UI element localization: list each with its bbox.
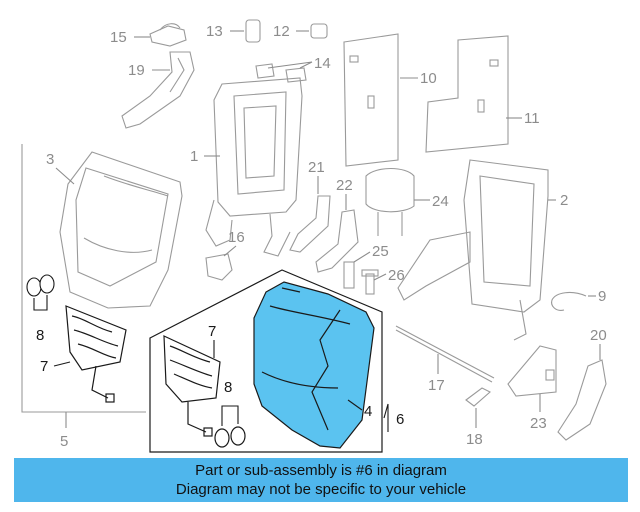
part-1-seatback-frame [205, 77, 303, 257]
part-23-trim-panel [507, 345, 557, 397]
callout-6: 6 [396, 411, 404, 428]
part-8-discs-left [26, 274, 55, 311]
callout-2: 2 [560, 192, 568, 209]
callout-9: 9 [598, 288, 606, 305]
part-4-seatback-cover-highlighted [253, 281, 375, 449]
callout-11: 11 [524, 110, 540, 127]
part-10-back-panel [343, 33, 399, 167]
part-12-knob [310, 23, 328, 39]
part-25-pin [343, 261, 355, 289]
callout-24: 24 [432, 193, 449, 210]
part-5-assembly-box [21, 144, 146, 413]
part-15-clip [149, 23, 187, 47]
part-8-discs-right [214, 405, 246, 448]
part-17-rod [395, 325, 495, 383]
part-16-bracket [205, 253, 233, 281]
callout-12: 12 [273, 23, 290, 40]
part-2-seatback-frame [397, 159, 549, 341]
callout-10: 10 [420, 70, 437, 87]
part-6-assembly-box [149, 269, 383, 453]
part-3-seatback-cover [59, 151, 183, 309]
callout-23: 23 [530, 415, 547, 432]
part-9-spring [551, 291, 587, 311]
callout-13: 13 [206, 23, 223, 40]
leader-lines [53, 30, 601, 432]
part-26-bolt [361, 269, 379, 295]
info-banner: Part or sub-assembly is #6 in diagram Di… [14, 458, 628, 502]
callout-3: 3 [46, 151, 54, 168]
callout-5: 5 [60, 433, 68, 450]
callout-8-left: 8 [36, 327, 44, 344]
part-19-trim [121, 51, 195, 129]
callout-7-right: 7 [208, 323, 216, 340]
callout-7-left: 7 [40, 358, 48, 375]
callout-26: 26 [388, 267, 405, 284]
callout-15: 15 [110, 29, 127, 46]
part-14-guides [255, 63, 307, 83]
banner-line-1: Part or sub-assembly is #6 in diagram [195, 462, 447, 479]
callout-18: 18 [466, 431, 483, 448]
part-20-side-cover [557, 359, 607, 441]
callout-8-right: 8 [224, 379, 232, 396]
banner-line-2: Diagram may not be specific to your vehi… [175, 481, 467, 498]
part-7-heater-pad-right [163, 335, 221, 437]
part-18-clip [465, 387, 491, 407]
callout-19: 19 [128, 62, 145, 79]
part-21-side-trim [289, 195, 331, 253]
part-22-side-trim [315, 209, 359, 273]
part-7-heater-pad-left [65, 305, 127, 403]
callout-labels: 15 13 12 19 14 10 11 1 2 3 21 22 24 16 2… [36, 23, 607, 450]
part-24-headrest [365, 167, 415, 236]
part-11-back-panel [425, 35, 509, 153]
callout-25: 25 [372, 243, 389, 260]
callout-4: 4 [364, 403, 372, 420]
callout-22: 22 [336, 177, 353, 194]
callout-17: 17 [428, 377, 445, 394]
seat-parts-diagram: 15 13 12 19 14 10 11 1 2 3 21 22 24 16 2… [21, 19, 607, 453]
callout-21: 21 [308, 159, 325, 176]
callout-14: 14 [314, 55, 331, 72]
callout-20: 20 [590, 327, 607, 344]
callout-1: 1 [190, 148, 198, 165]
callout-16: 16 [228, 229, 245, 246]
part-13-cover [245, 19, 261, 43]
